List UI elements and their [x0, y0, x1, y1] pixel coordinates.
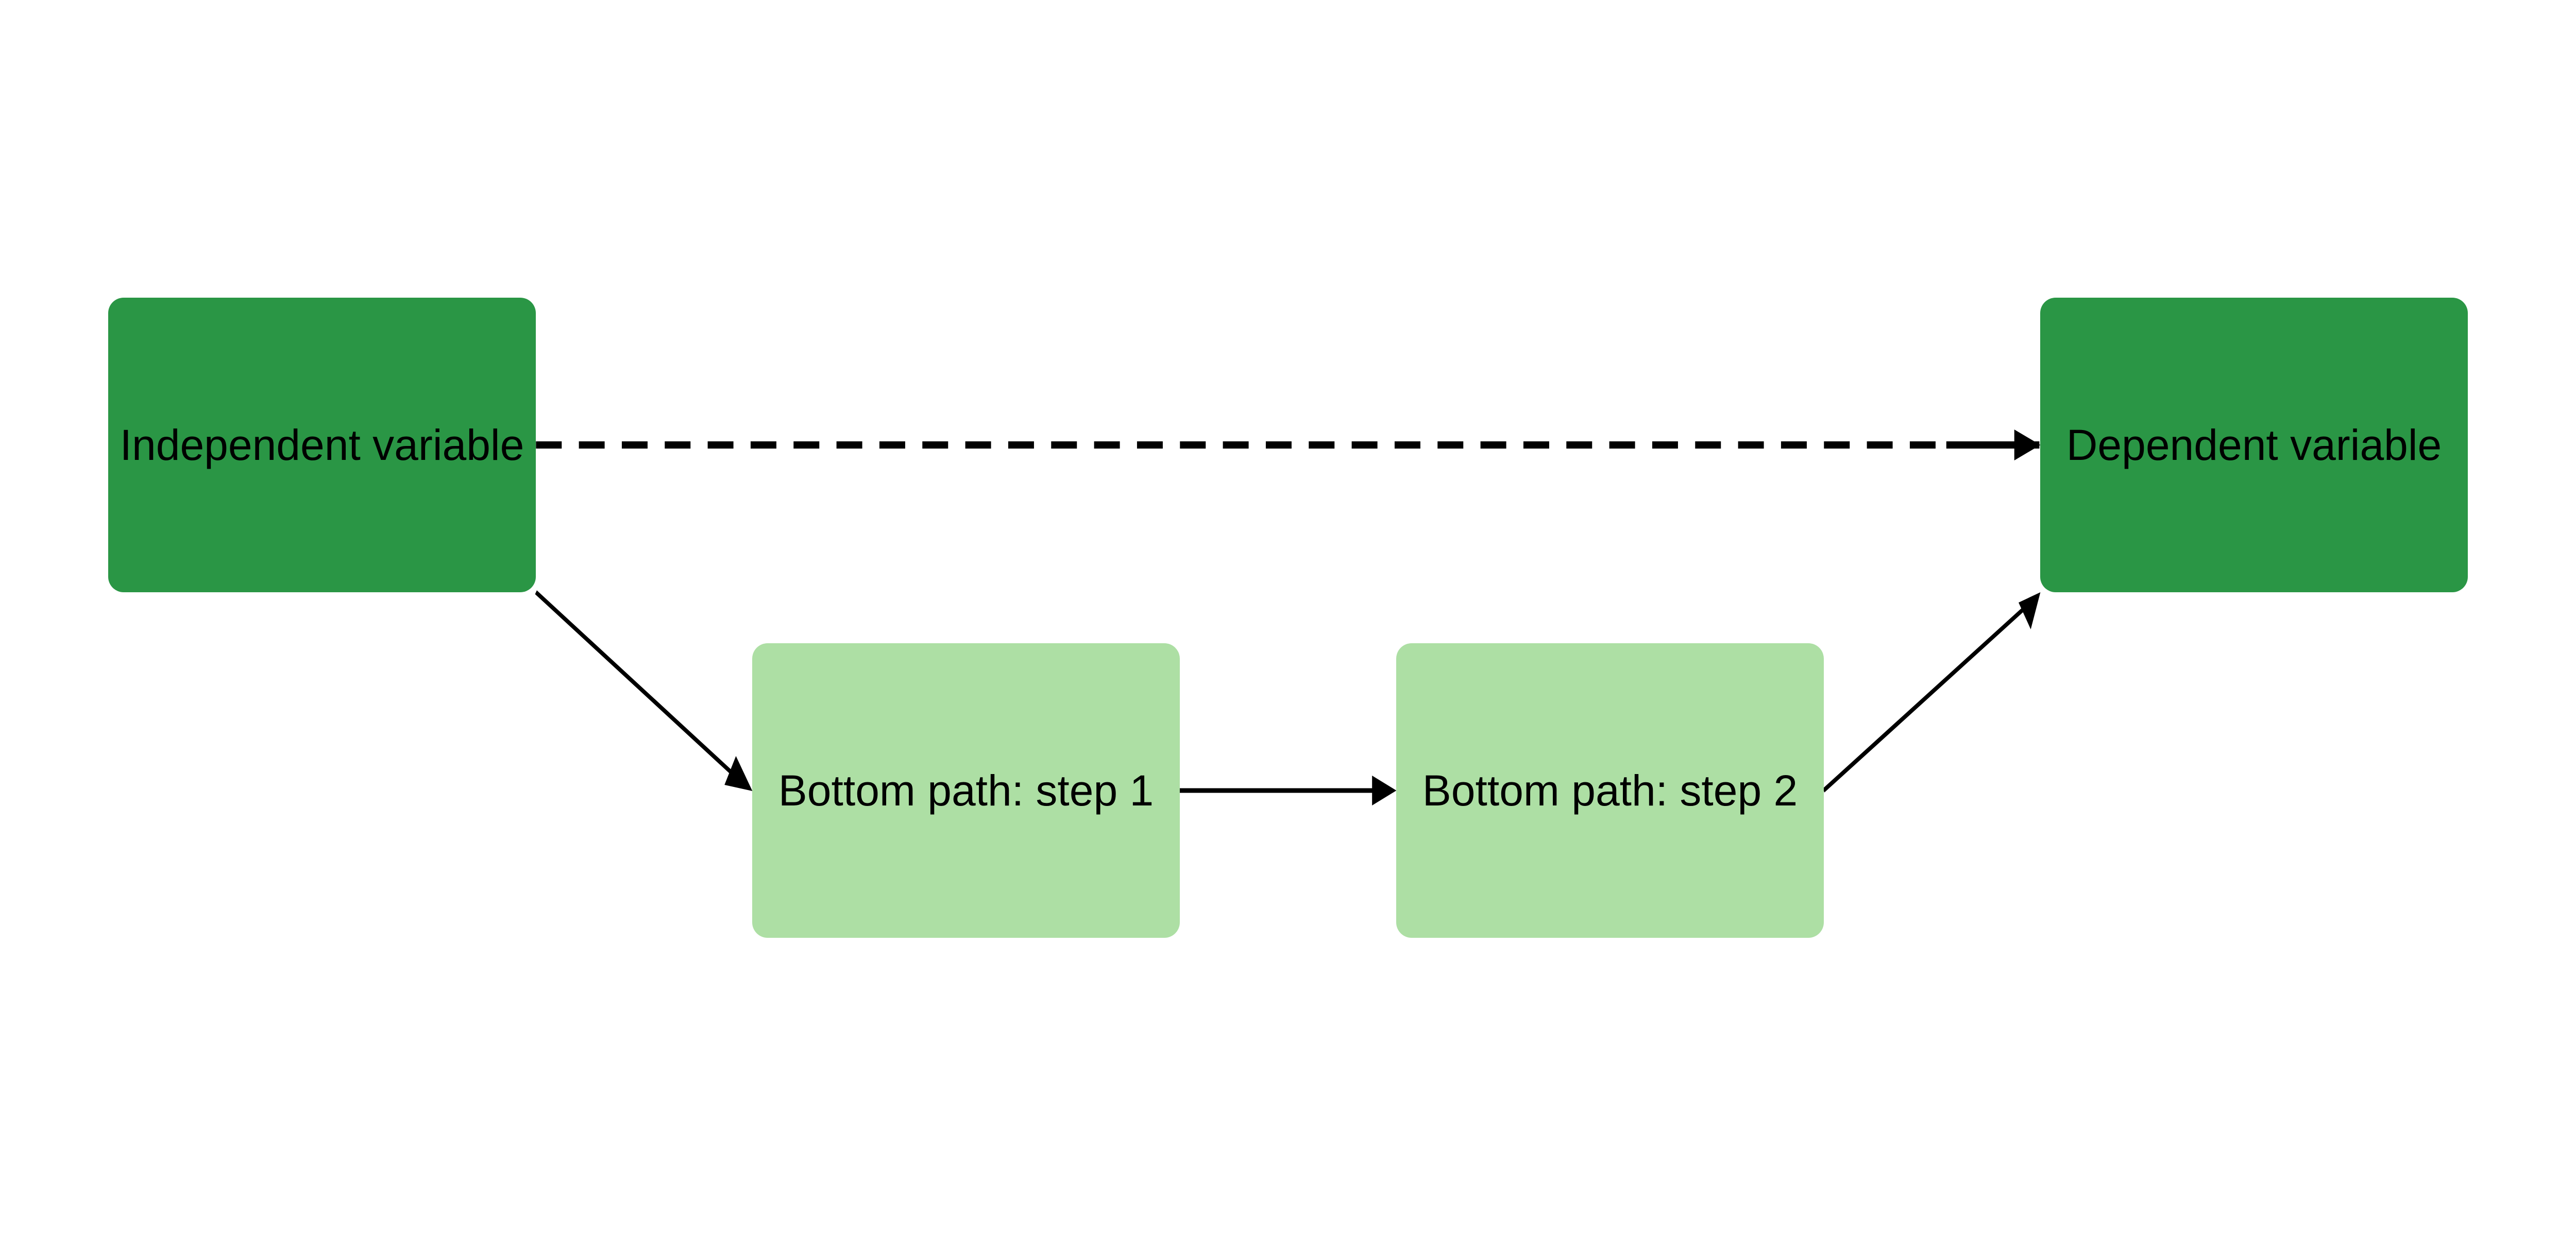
- node-bottom-path-step-1: Bottom path: step 1: [752, 643, 1180, 938]
- arrowhead-step1: [724, 756, 753, 791]
- edge-independent-to-step1: [535, 590, 738, 780]
- node-label: Bottom path: step 1: [778, 766, 1154, 815]
- arrowhead-dependent: [2014, 430, 2041, 460]
- node-label: Bottom path: step 2: [1422, 766, 1798, 815]
- node-label: Independent variable: [120, 420, 524, 469]
- node-bottom-path-step-2: Bottom path: step 2: [1396, 643, 1824, 938]
- node-dependent-variable: Dependent variable: [2040, 298, 2468, 592]
- node-independent-variable: Independent variable: [108, 298, 536, 592]
- edge-step2-to-dependent: [1822, 606, 2026, 793]
- arrowhead-step2: [1372, 776, 1397, 805]
- node-label: Dependent variable: [2066, 420, 2442, 469]
- arrowhead-dependent-bottom: [2019, 592, 2041, 629]
